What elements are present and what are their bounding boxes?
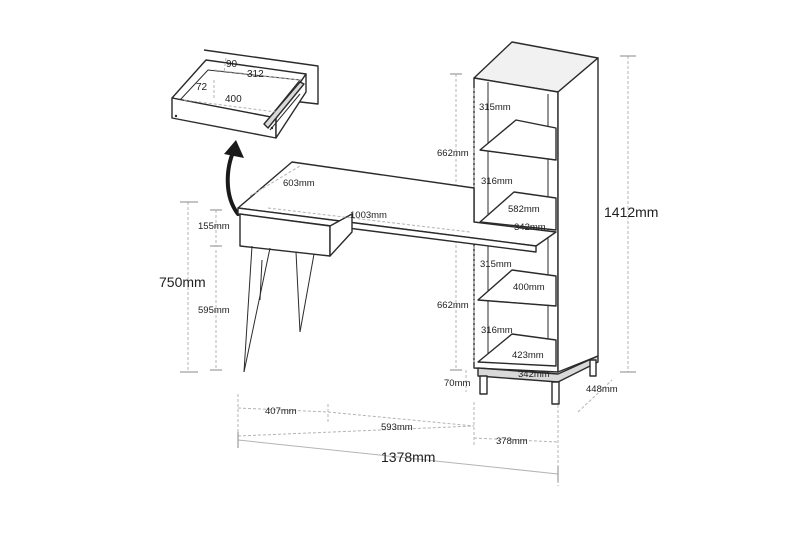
dimension-labels: 315mm 662mm 316mm 582mm 342mm 315mm 400m… [159, 102, 658, 465]
bookcase-depth-label: 448mm [586, 384, 618, 395]
drawer-inner-width-label: 312 [247, 69, 264, 80]
desk-total-height-label: 750mm [159, 274, 206, 290]
footprint-right-label: 378mm [496, 436, 528, 447]
bookcase-lower-section-label: 662mm [437, 300, 469, 311]
bookcase-base-height-label: 70mm [444, 378, 470, 389]
bookcase-inner-depth-lower-label: 342mm [518, 369, 550, 380]
curved-arrow-icon [224, 140, 244, 216]
drawer-depth-label: 90 [226, 59, 238, 70]
bookcase-illustration [450, 41, 636, 413]
bookcase-inner-depth-upper-label: 342mm [514, 222, 546, 233]
desk-top-depth-label: 603mm [283, 178, 315, 189]
drawer-height-label: 72 [196, 82, 208, 93]
footprint-left-label: 407mm [265, 406, 297, 417]
bookcase-inner-width-lower-label: 423mm [512, 350, 544, 361]
footprint-mid-label: 593mm [381, 422, 413, 433]
bookcase-shelf-4-label: 316mm [481, 325, 513, 336]
bookcase-shelf-1-label: 315mm [479, 102, 511, 113]
bookcase-shelf-2-label: 316mm [481, 176, 513, 187]
footprint-dimensions [237, 394, 559, 486]
bookcase-total-height-label: 1412mm [604, 204, 658, 220]
desk-drawer-height-label: 155mm [198, 221, 230, 232]
bookcase-shelf-width-label: 400mm [513, 282, 545, 293]
footprint-total-label: 1378mm [381, 449, 435, 465]
bookcase-shelf-3-label: 315mm [480, 259, 512, 270]
drawer-outer-width-label: 400 [225, 94, 242, 105]
desk-illustration [180, 161, 557, 373]
bookcase-upper-section-label: 662mm [437, 148, 469, 159]
drawer-illustration: 90 312 72 400 [171, 49, 319, 139]
bookcase-width-upper-label: 582mm [508, 204, 540, 215]
desk-top-length-label: 1003mm [350, 210, 387, 221]
desk-leg-height-label: 595mm [198, 305, 230, 316]
